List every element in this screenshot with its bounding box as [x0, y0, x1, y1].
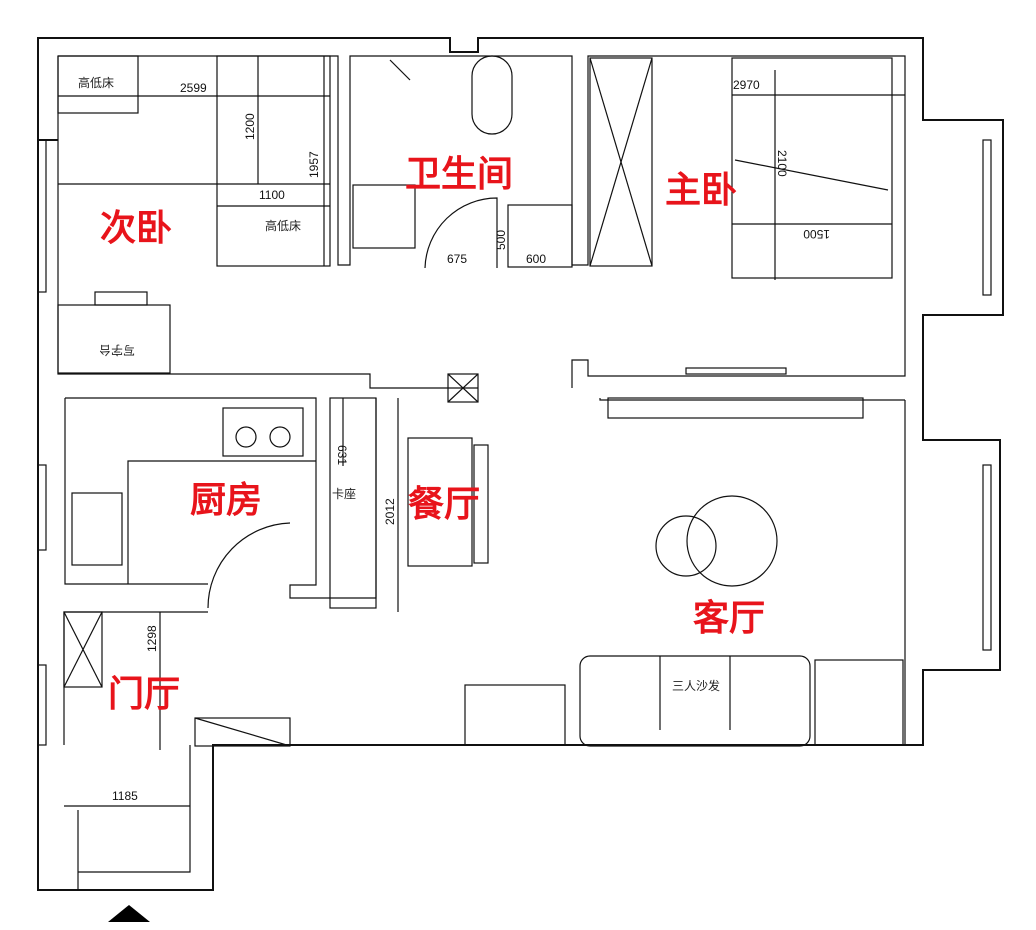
inner-wall: [57, 55, 906, 890]
cabinet-diagonal: [194, 717, 291, 747]
stove: [222, 407, 304, 457]
entry-cabinet: [194, 717, 291, 747]
window-left-top: [37, 139, 47, 293]
chair: [94, 291, 148, 306]
room-label-master-bedroom: 主卧: [665, 170, 737, 211]
bunk-bed-top: [57, 55, 139, 114]
label-bunk-bed: 高低床: [265, 218, 301, 233]
room-label-dining: 餐厅: [408, 484, 480, 525]
dim-label: 1957: [307, 151, 321, 178]
dim-label: 500: [494, 230, 508, 250]
label-sofa: 三人沙发: [672, 678, 720, 693]
dim-label: 1298: [145, 625, 159, 652]
window-left-bottom: [37, 664, 47, 746]
room-label-second-bedroom: 次卧: [100, 208, 172, 249]
shaft-cross: [447, 373, 479, 403]
label-desk: 写字台: [99, 343, 135, 358]
dim-label: 675: [447, 252, 467, 266]
dining-chairs: [473, 444, 489, 564]
dim-label: 2599: [180, 81, 207, 95]
coffee-table: [686, 495, 778, 587]
room-label-kitchen: 厨房: [190, 480, 262, 521]
master-bed: [731, 57, 893, 279]
bathroom-door-swing: [424, 197, 498, 269]
shower-icon: [389, 59, 411, 81]
label-booth-seat: 卡座: [332, 486, 356, 501]
side-cabinet: [814, 659, 904, 746]
window-right-bottom: [982, 464, 992, 651]
dim-label: 631: [335, 445, 349, 465]
window-right-top: [982, 139, 992, 296]
desk: [57, 304, 171, 374]
cabinet-cross: [63, 611, 103, 688]
sliding-door: [685, 367, 787, 375]
burner-icon: [269, 426, 291, 448]
room-label-bathroom: 卫生间: [405, 154, 513, 195]
dim-label: 1200: [243, 113, 257, 140]
dim-label: 600: [526, 252, 546, 266]
vanity: [507, 204, 573, 268]
shaft: [447, 373, 479, 403]
sink-cabinet: [352, 184, 416, 249]
booth-seat: [329, 397, 377, 609]
wardrobe: [589, 57, 653, 267]
entrance-arrow-icon: [108, 905, 150, 922]
label-bunk-bed: 高低床: [78, 75, 114, 90]
shoe-cabinet: [63, 611, 103, 688]
toilet: [471, 55, 513, 135]
wardrobe-cross: [589, 57, 653, 267]
dim-label: 2012: [383, 498, 397, 525]
dim-label: 1500: [803, 227, 830, 241]
kitchen-door-swing: [207, 522, 291, 609]
outer-wall: [37, 37, 1004, 891]
sofa: [579, 655, 811, 747]
tv-cabinet: [607, 397, 864, 419]
dim-label: 1185: [112, 789, 138, 803]
room-label-living: 客厅: [693, 598, 765, 639]
burner-icon: [235, 426, 257, 448]
dim-label: 1100: [259, 188, 285, 202]
dim-label: 2970: [733, 78, 760, 92]
dining-table: [407, 437, 473, 567]
bed-line: [734, 159, 889, 191]
dim-label: 2100: [775, 150, 789, 177]
bunk-bed-right: [216, 55, 331, 267]
armchair: [464, 684, 566, 746]
fridge-sink: [71, 492, 123, 566]
window-left-mid: [37, 464, 47, 551]
side-table: [655, 515, 717, 577]
room-label-foyer: 门厅: [108, 674, 180, 715]
